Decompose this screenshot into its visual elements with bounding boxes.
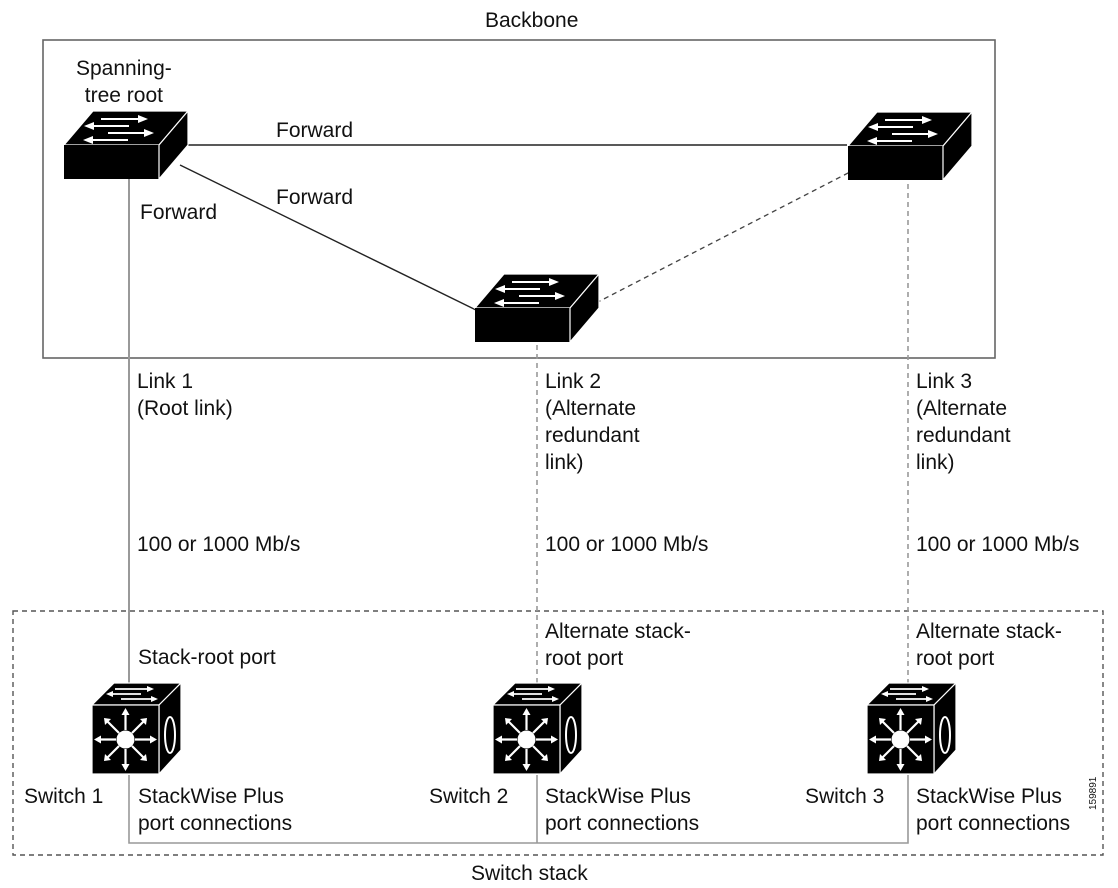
spanning-tree-root-label: Spanning- tree root [76, 57, 172, 107]
spanning-tree-root-switch-icon [63, 110, 189, 180]
alternate-stack-root-port-label-3: Alternate stack- root port [916, 620, 1062, 670]
backbone-frame [42, 39, 996, 359]
alternate-stack-root-port-label-2: Alternate stack- root port [545, 620, 691, 670]
stack-root-port-label: Stack-root port [138, 646, 276, 669]
link-2-speed: 100 or 1000 Mb/s [545, 533, 709, 556]
switch-3-label: Switch 3 [805, 785, 885, 808]
forward-label-link-1: Forward [140, 201, 218, 224]
switch-stack-title: Switch stack [471, 862, 588, 885]
stackwise-plus-label-1: StackWise Plus port connections [138, 785, 293, 835]
switch-stack-frame [12, 610, 1104, 856]
switch-2-label: Switch 2 [429, 785, 509, 808]
link-3-speed: 100 or 1000 Mb/s [916, 533, 1080, 556]
backbone-title: Backbone [485, 9, 579, 32]
link-3-label: Link 3 (Alternate redundant link) [916, 370, 1011, 474]
link-1-label: Link 1 (Root link) [137, 370, 233, 420]
stackwise-plus-label-2: StackWise Plus port connections [545, 785, 700, 835]
forward-label-top: Forward [276, 119, 354, 142]
stackwise-plus-ring [128, 775, 909, 844]
backbone-switch-right-icon [847, 111, 973, 181]
stackwise-plus-label-3: StackWise Plus port connections [916, 785, 1071, 835]
switch-1-stack-icon [90, 681, 183, 776]
blocked-link-middle-to-right [595, 171, 851, 304]
forward-link-root-to-middle [179, 164, 477, 311]
switch-2-stack-icon [491, 681, 584, 776]
link-1-speed: 100 or 1000 Mb/s [137, 533, 301, 556]
switch-1-label: Switch 1 [24, 785, 104, 808]
forward-label-diagonal: Forward [276, 186, 354, 209]
backbone-switch-middle-icon [474, 273, 600, 343]
figure-id: 159891 [1088, 776, 1099, 810]
switch-3-stack-icon [865, 681, 958, 776]
link-2-label: Link 2 (Alternate redundant link) [545, 370, 640, 474]
